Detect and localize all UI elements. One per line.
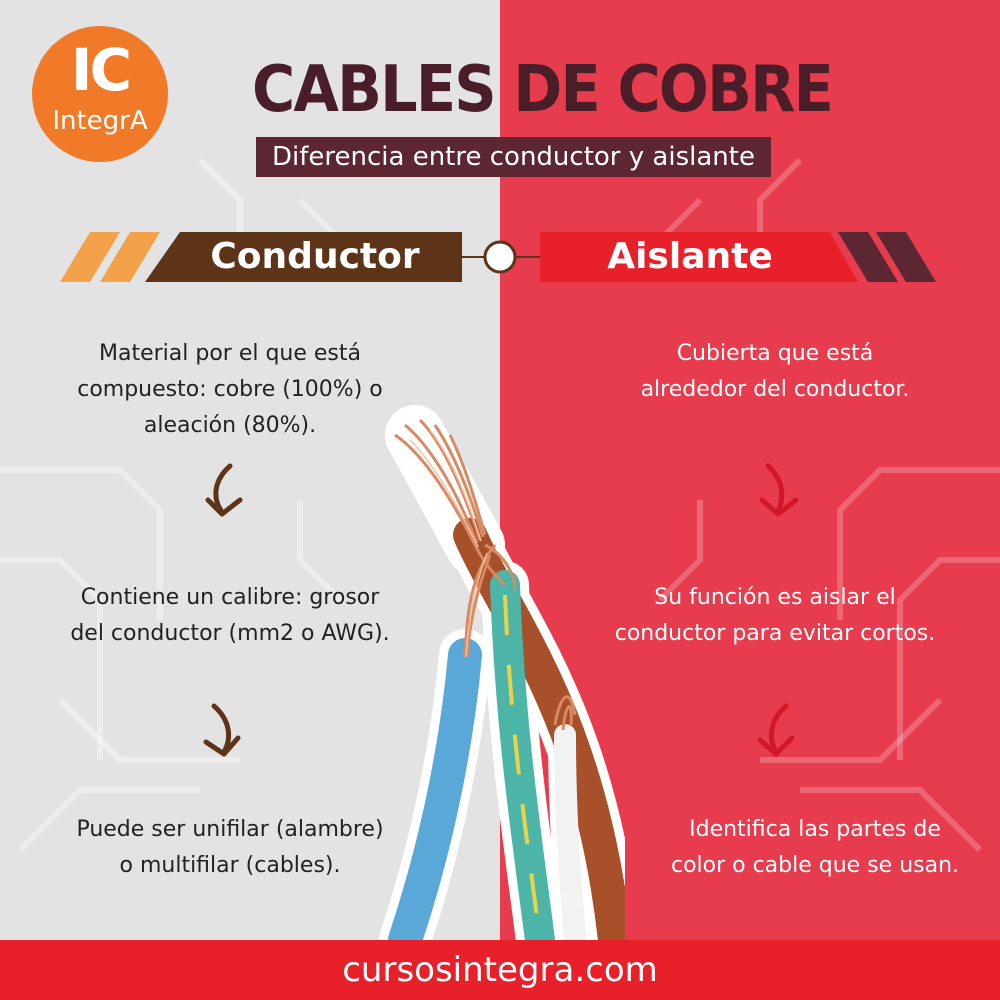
curved-arrow-icon xyxy=(205,463,243,517)
aislante-band-shape xyxy=(540,232,858,282)
curved-arrow-icon xyxy=(759,463,799,517)
aislante-item-3: Identifica las partes de color o cable q… xyxy=(640,812,990,884)
page-title: CABLES DE COBRE xyxy=(252,53,834,127)
text-line: compuesto: cobre (100%) o xyxy=(77,377,383,402)
text-line: aleación (80%). xyxy=(143,413,317,438)
curved-arrow-icon xyxy=(203,703,241,757)
connector-ring-icon xyxy=(483,240,517,274)
conductor-item-2: Contiene un calibre: grosor del conducto… xyxy=(40,580,420,652)
copper-strands xyxy=(394,418,577,731)
white-cable xyxy=(554,724,586,940)
text-line: del conductor (mm2 o AWG). xyxy=(70,621,390,646)
text-line: color o cable que se usan. xyxy=(670,853,960,878)
curved-arrow-icon xyxy=(757,703,795,757)
text-line: Contiene un calibre: grosor xyxy=(80,585,380,610)
conductor-item-3: Puede ser unifilar (alambre) o multifila… xyxy=(40,812,420,884)
page-subtitle: Diferencia entre conductor y aislante xyxy=(256,137,771,177)
aislante-heading: Aislante xyxy=(607,236,773,277)
text-line: Material por el que está xyxy=(98,341,361,366)
text-line: conductor para evitar cortos. xyxy=(614,621,936,646)
conductor-item-1: Material por el que está compuesto: cobr… xyxy=(50,336,410,444)
logo-mark: IC xyxy=(70,36,132,104)
conductor-band-shape xyxy=(145,232,462,282)
text-line: o multifilar (cables). xyxy=(119,853,341,878)
footer-url[interactable]: cursosintegra.com xyxy=(342,950,658,990)
text-line: Puede ser unifilar (alambre) xyxy=(76,817,384,842)
text-line: Cubierta que está xyxy=(676,341,874,366)
conductor-heading: Conductor xyxy=(210,236,420,277)
logo-badge: IC IntegrA xyxy=(32,26,168,162)
text-line: Identifica las partes de xyxy=(689,817,941,842)
logo-text: IntegrA xyxy=(52,106,148,136)
orange-stripes-decoration xyxy=(60,232,160,282)
heading-band xyxy=(60,232,936,282)
blue-cable xyxy=(388,638,482,940)
dark-stripes-decoration xyxy=(838,232,936,282)
footer-bar: cursosintegra.com xyxy=(0,940,1000,1000)
aislante-item-1: Cubierta que está alrededor del conducto… xyxy=(595,336,955,408)
aislante-item-2: Su función es aislar el conductor para e… xyxy=(595,580,955,652)
text-line: alrededor del conductor. xyxy=(640,377,910,402)
brown-cable xyxy=(453,518,625,940)
text-line: Su función es aislar el xyxy=(654,585,896,610)
copper-cables-illustration xyxy=(379,405,625,940)
